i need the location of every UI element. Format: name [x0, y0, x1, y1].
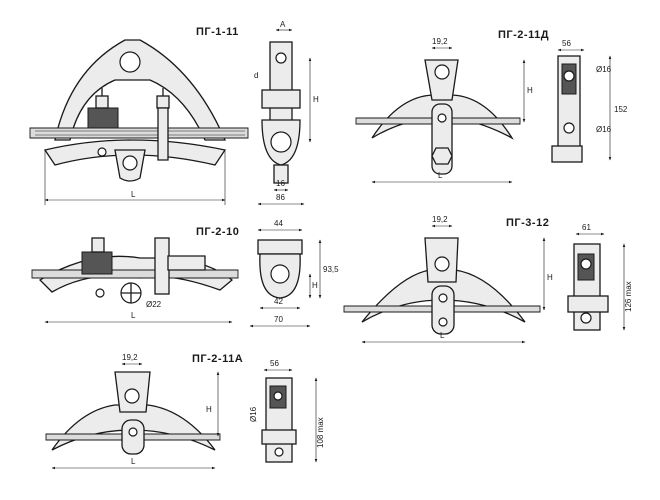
dim-label: 56 — [562, 39, 571, 48]
dim-label: H — [312, 281, 318, 290]
dim-label: A — [280, 20, 286, 29]
dim-label: 86 — [276, 193, 285, 202]
dim-label: 56 — [270, 359, 279, 368]
side-view-pg-2-10: 44 93,5 H 42 70 — [249, 219, 339, 328]
dim-label: L — [131, 311, 136, 320]
front-view-pg-3-12: 19,2 H L — [343, 215, 553, 344]
dim-label: 93,5 — [323, 265, 339, 274]
dim-label: 44 — [274, 219, 283, 228]
dim-label: L — [438, 171, 443, 180]
figure-title-pg-2-11a: ПГ-2-11А — [192, 353, 243, 365]
dim-label: 19,2 — [432, 215, 448, 224]
dim-label: L — [131, 457, 136, 466]
figure-title-pg-1-11: ПГ-1-11 — [196, 26, 239, 38]
side-view-pg-2-11a: 56 Ø16 108 max — [249, 359, 325, 463]
dim-label: 61 — [582, 223, 591, 232]
side-view-pg-2-11d: 56 Ø16 Ø16 152 — [551, 39, 628, 163]
figure-pg-3-12: ПГ-3-12 19,2 H L 61 126 max — [343, 215, 633, 344]
dim-label: 152 — [614, 105, 628, 114]
dim-label: 16 — [276, 179, 285, 188]
dim-label: 126 max — [624, 281, 633, 312]
dim-label: H — [547, 273, 553, 282]
dim-label: 108 max — [316, 417, 325, 448]
figure-title-pg-3-12: ПГ-3-12 — [506, 217, 549, 229]
dim-label: d — [254, 71, 258, 80]
front-view-pg-2-11a: 19,2 H L — [45, 353, 221, 470]
dim-label: H — [313, 95, 319, 104]
dim-label: H — [206, 405, 212, 414]
dim-label: L — [440, 331, 445, 340]
figure-title-pg-2-11d: ПГ-2-11Д — [498, 29, 549, 41]
dim-label: 42 — [274, 297, 283, 306]
figure-pg-2-11a: ПГ-2-11А 19,2 H L 56 Ø16 108 max — [45, 353, 325, 470]
side-view-pg-1-11: A d H 16 86 — [254, 20, 319, 206]
dim-label: H — [527, 86, 533, 95]
figure-pg-1-11: ПГ-1-11 L — [29, 20, 319, 206]
figure-title-pg-2-10: ПГ-2-10 — [196, 226, 239, 238]
front-view-pg-2-10: Ø22 L — [31, 237, 239, 324]
dim-label: Ø16 — [596, 125, 612, 134]
dim-label: Ø16 — [249, 406, 258, 422]
dim-label: 19,2 — [122, 353, 138, 362]
dim-label: L — [131, 190, 136, 199]
dim-label: Ø22 — [146, 300, 162, 309]
front-view-pg-2-11d: 19,2 H L — [355, 37, 533, 184]
dim-label: Ø16 — [596, 65, 612, 74]
side-view-pg-3-12: 61 126 max — [567, 223, 633, 331]
figure-pg-2-10: ПГ-2-10 Ø22 L 44 93,5 H — [31, 219, 339, 328]
dim-label: 70 — [274, 315, 283, 324]
dim-label: 19,2 — [432, 37, 448, 46]
front-view-pg-1-11: L — [29, 39, 249, 205]
figure-pg-2-11d: ПГ-2-11Д 19,2 H L 56 Ø16 Ø16 — [355, 29, 628, 184]
